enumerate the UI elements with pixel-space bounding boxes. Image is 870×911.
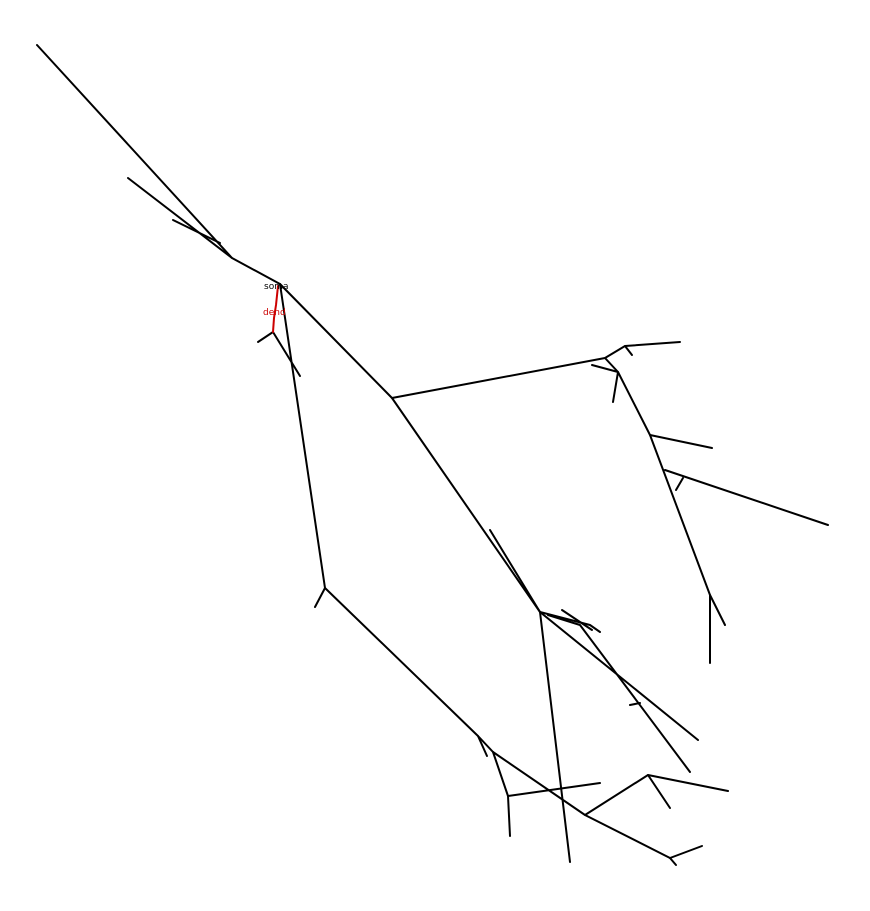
dendrite-highlight-line [272,285,279,333]
neuron-branches [36,44,829,866]
branch-upper-side-2 [172,219,221,244]
branch-lower-diagonal [324,587,671,859]
branch-left-vertical [279,283,326,608]
branch-upper-right-side-4 [675,477,684,491]
branch-left-small-1 [257,331,301,377]
branch-upper-right-long [664,469,829,526]
branch-lower-side-6 [669,845,703,859]
branch-diagonal-side-3 [561,609,593,631]
dend-label: dend [263,308,286,318]
branch-upper-trunk [36,44,281,285]
branch-upper-right-side-3 [649,434,713,449]
branch-lower-side-4 [584,774,729,816]
branch-upper-right-main [391,341,681,399]
branch-lower-side-7 [669,857,677,866]
branch-upper-right-side-1 [624,345,633,356]
branch-diagonal-side-4 [547,614,691,773]
branch-diagonal-side-1 [489,529,541,613]
branch-diagonal-side-2 [539,611,601,633]
branch-vertical-lower [539,611,571,863]
branch-main-diagonal [279,283,699,741]
soma-label: soma [264,282,288,292]
branch-lower-side-3 [507,782,601,797]
branch-lower-side-1 [477,735,488,757]
branch-lower-side-5 [647,774,671,809]
branch-lower-side-2 [492,751,511,837]
branch-diagonal-side-5 [629,702,641,706]
branch-upper-side-1 [127,177,233,259]
branch-upper-right-down [604,357,726,626]
branch-upper-right-side-2 [591,364,619,403]
